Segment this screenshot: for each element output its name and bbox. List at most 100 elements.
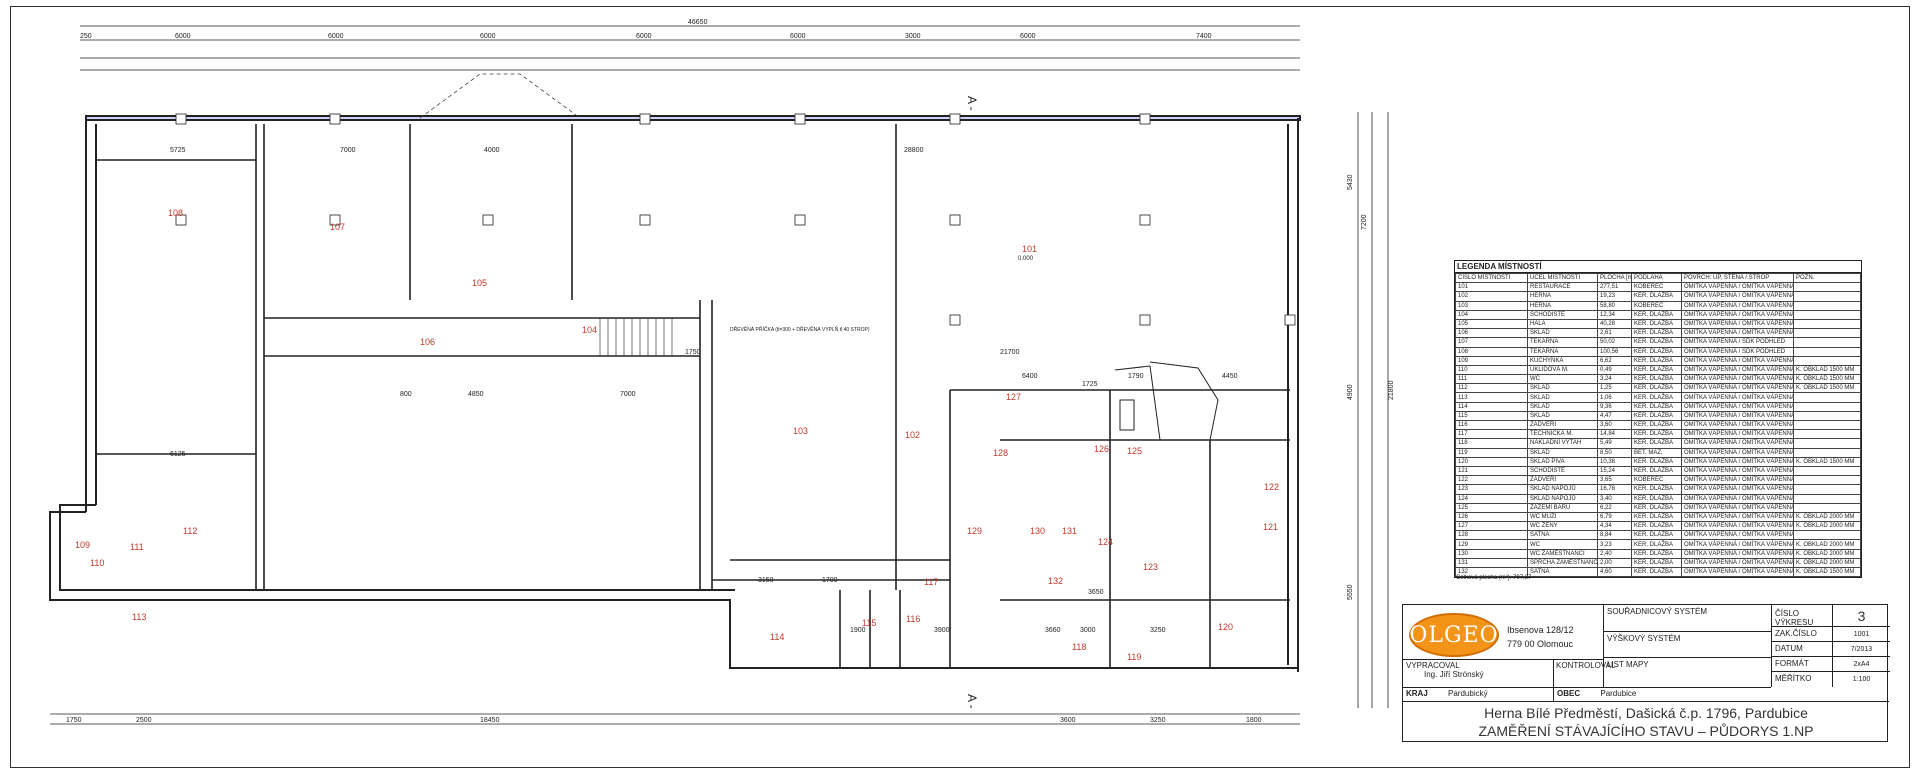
legend-table: ČÍSLO MÍSTNOSTI ÚČEL MÍSTNOSTI PLOCHA [m…: [1455, 272, 1861, 578]
legend-cell: ZÁZEMÍ BARU: [1527, 502, 1598, 513]
legend-cell: KER. DLAŽBA: [1631, 374, 1682, 385]
legend-cell: KUCHYŇKA: [1527, 355, 1598, 366]
checked-by-label: KONTROLOVAL: [1556, 661, 1616, 670]
legend-cell: OMÍTKA VÁPENNÁ / OMÍTKA VÁPENNÁ: [1681, 502, 1794, 513]
order-number-label: ZAK.ČÍSLO: [1772, 627, 1832, 642]
section-markers: A - A -: [965, 96, 979, 709]
legend-cell: [1793, 419, 1861, 431]
legend-cell: SKLAD: [1527, 401, 1598, 412]
dim-4450: 4450: [1222, 373, 1238, 380]
legend-cell: [1793, 318, 1861, 330]
legend-cell: OMÍTKA VÁPENNÁ / SDK PODHLED: [1681, 337, 1794, 348]
legend-cell: K. OBKLAD 2000 MM: [1793, 548, 1861, 559]
legend-cell: KER. DLAŽBA: [1631, 364, 1682, 376]
legend-cell: OMÍTKA VÁPENNÁ / OMÍTKA VÁPENNÁ: [1681, 493, 1794, 504]
address-line1: Ibsenova 128/12: [1507, 625, 1574, 635]
info-grid: ČÍSLO VÝKRESU 3 ZAK.ČÍSLO 1001 DATUM 7/2…: [1771, 605, 1890, 687]
room-label-116: 116: [906, 614, 920, 624]
region-value: Pardubický: [1448, 689, 1488, 698]
legend-cell: 12,34: [1597, 309, 1632, 320]
dim-1725: 1725: [1082, 381, 1098, 388]
dim-7000b: 7000: [620, 391, 636, 398]
legend-cell: 120: [1455, 456, 1528, 467]
map-sheet-label: LIST MAPY: [1607, 660, 1649, 669]
legend-cell: OMÍTKA VÁPENNÁ / OMÍTKA VÁPENNÁ: [1681, 465, 1794, 477]
scale-label: MĚŘÍTKO: [1775, 674, 1812, 683]
drawn-by-cell: VYPRACOVAL Ing. Jiří Strónský: [1403, 659, 1553, 687]
dim-bottom-2500: 2500: [136, 717, 152, 724]
legend-cell: OMÍTKA VÁPENNÁ / OMÍTKA VÁPENNÁ: [1681, 548, 1794, 559]
legend-cell: 4,34: [1597, 521, 1632, 532]
legend-cell: [1793, 337, 1861, 348]
legend-header: PODLAHA: [1631, 272, 1682, 284]
legend-cell: OMÍTKA VÁPENNÁ / OMÍTKA VÁPENNÁ: [1681, 282, 1794, 293]
coord-system-label: SOUŘADNICOVÝ SYSTÉM: [1607, 607, 1708, 616]
legend-cell: OMÍTKA VÁPENNÁ / OMÍTKA VÁPENNÁ: [1681, 438, 1794, 449]
legend-cell: KER. DLAŽBA: [1631, 456, 1682, 467]
room-label-107: 107: [330, 222, 345, 232]
legend-cell: 126: [1455, 511, 1528, 523]
legend-cell: KER. DLAŽBA: [1631, 438, 1682, 449]
legend-cell: 9,36: [1597, 401, 1632, 412]
room-label-121: 121: [1263, 522, 1278, 532]
legend-cell: OMÍTKA VÁPENNÁ / OMÍTKA VÁPENNÁ: [1681, 429, 1794, 440]
room-label-110: 110: [90, 558, 104, 568]
legend-cell: WC ZAMĚSTNANCI: [1527, 548, 1598, 559]
legend-cell: 127: [1455, 521, 1528, 532]
interior-walls: [96, 124, 1290, 668]
legend-cell: 111: [1455, 374, 1528, 385]
dim-top-8: 6000: [1020, 33, 1036, 40]
legend-cell: OMÍTKA VÁPENNÁ / OMÍTKA VÁPENNÁ: [1681, 374, 1794, 385]
coord-system-cell: SOUŘADNICOVÝ SYSTÉM: [1603, 605, 1771, 631]
legend-cell: WC: [1527, 539, 1598, 550]
room-label-104: 104: [582, 325, 597, 335]
dimension-lines: [50, 25, 1389, 725]
legend-cell: WC: [1527, 374, 1598, 385]
order-number: 1001: [1832, 627, 1890, 642]
legend-cell: SCHODIŠTĚ: [1527, 465, 1598, 477]
legend-cell: 58,80: [1597, 300, 1632, 311]
legend-cell: KOBEREC: [1631, 300, 1682, 311]
room-label-129: 129: [967, 526, 982, 536]
legend-cell: KER. DLAŽBA: [1631, 429, 1682, 440]
legend-cell: OMÍTKA VÁPENNÁ / OMÍTKA VÁPENNÁ: [1681, 539, 1794, 550]
dim-bottom-3600: 3600: [1060, 717, 1076, 724]
legend-cell: WC ŽENY: [1527, 521, 1598, 532]
project-title: Herna Bílé Předměstí, Dašická č.p. 1796,…: [1484, 705, 1808, 721]
legend-cell: [1793, 392, 1861, 403]
dim-3650: 3650: [1088, 589, 1104, 596]
dim-3900: 3900: [934, 627, 950, 634]
legend-cell: RESTAURACE: [1527, 282, 1598, 293]
legend-cell: OMÍTKA VÁPENNÁ / OMÍTKA VÁPENNÁ: [1681, 566, 1794, 578]
legend-cell: 119: [1455, 447, 1528, 458]
legend-cell: OMÍTKA VÁPENNÁ / OMÍTKA VÁPENNÁ: [1681, 355, 1794, 366]
legend-cell: OMÍTKA VÁPENNÁ / OMÍTKA VÁPENNÁ: [1681, 447, 1794, 458]
legend-cell: 3,23: [1597, 539, 1632, 550]
legend-cell: KER. DLAŽBA: [1631, 392, 1682, 403]
room-label-118: 118: [1072, 642, 1086, 652]
legend-cell: 125: [1455, 502, 1528, 513]
room-label-111: 111: [130, 542, 144, 552]
dim-top-9: 7400: [1196, 33, 1212, 40]
legend-cell: KER. DLAŽBA: [1631, 309, 1682, 320]
room-label-124: 124: [1098, 537, 1113, 547]
legend-cell: [1793, 465, 1861, 477]
room-label-114: 114: [770, 632, 784, 642]
legend-cell: ÚKLIDOVÁ M.: [1527, 364, 1598, 376]
region-label: KRAJ: [1406, 689, 1428, 698]
legend-cell: OMÍTKA VÁPENNÁ / OMÍTKA VÁPENNÁ: [1681, 300, 1794, 311]
legend-cell: OMÍTKA VÁPENNÁ / OMÍTKA VÁPENNÁ: [1681, 383, 1794, 394]
legend-cell: K. OBKLAD 1500 MM: [1793, 566, 1861, 578]
bay-window: [419, 73, 581, 119]
dim-6400: 6400: [1022, 373, 1038, 380]
legend-cell: BET. MAZ.: [1631, 447, 1682, 458]
municipality-value: Pardubice: [1600, 689, 1637, 698]
